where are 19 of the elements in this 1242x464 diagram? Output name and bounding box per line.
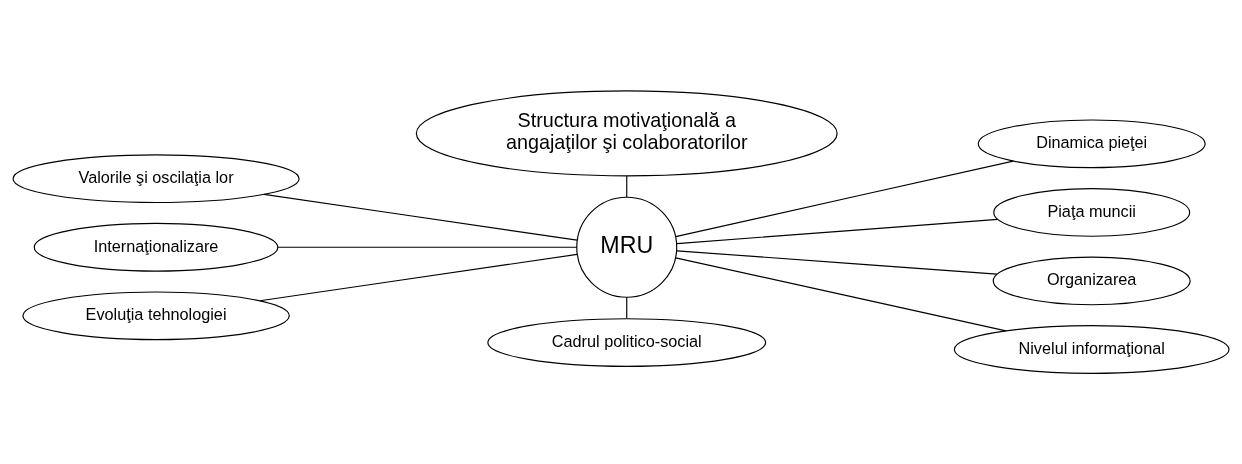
node-ellipse: Evoluţia tehnologiei [22, 291, 290, 341]
node-ellipse: Dinamica pieţei [977, 119, 1206, 169]
connector [676, 218, 999, 245]
node-ellipse: Cadrul politico-social [487, 318, 767, 367]
connector [263, 193, 578, 241]
node-ellipse: Piaţa muncii [993, 188, 1191, 237]
node-ellipse: Organizarea [992, 256, 1191, 306]
node-ellipse: Valorile şi oscilaţia lor [12, 154, 300, 204]
node-circle: MRU [576, 196, 678, 298]
connector [626, 296, 628, 319]
connector [259, 253, 578, 302]
connector [675, 257, 1007, 332]
connector [675, 160, 1014, 238]
connector [676, 250, 998, 275]
connector [626, 175, 628, 198]
node-ellipse: Internaţionalizare [33, 222, 279, 272]
node-ellipse: Structura motivaţională a angajaţilor şi colaboratorilor [415, 90, 838, 177]
node-ellipse: Nivelul informaţional [953, 325, 1230, 374]
connector [277, 246, 578, 248]
